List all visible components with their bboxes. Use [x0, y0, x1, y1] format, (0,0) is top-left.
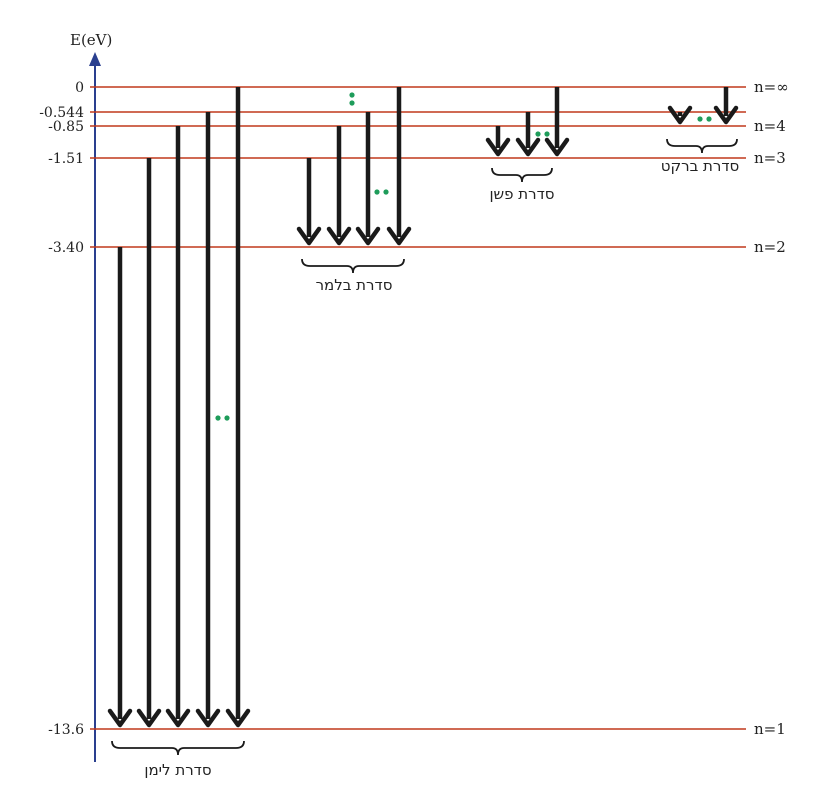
dots-4: [697, 116, 712, 122]
series-label-paschen: סדרת פשן: [489, 185, 554, 203]
series-label-lyman: סדרת לימן: [144, 761, 211, 779]
arrow-balmer-n3: [296, 158, 322, 246]
arrow-brackett-n5: [667, 105, 693, 125]
arrow-paschen-n5: [515, 112, 541, 157]
transition-arrows: [107, 87, 739, 728]
arrow-lyman-inf: [225, 87, 251, 728]
level-label-inf: n=∞: [754, 78, 789, 96]
arrow-balmer-inf: [386, 87, 412, 246]
level-label-n1: n=1: [754, 720, 786, 738]
energy-label-inf: 0: [75, 80, 84, 96]
arrow-brackett-inf: [713, 87, 739, 125]
energy-axis-arrowhead: [89, 52, 101, 66]
arrow-balmer-n4: [326, 126, 352, 246]
energy-label-n4: -0.85: [48, 119, 84, 135]
energy-label-n5: -0.544: [39, 105, 84, 121]
arrow-lyman-n3: [136, 158, 162, 728]
brace-brackett: [666, 138, 738, 154]
series-label-balmer: סדרת בלמר: [316, 276, 393, 294]
level-label-n3: n=3: [754, 149, 786, 167]
series-label-brackett: סדרת ברקט: [661, 157, 740, 175]
axis-title: E(eV): [70, 31, 112, 49]
brace-paschen: [491, 167, 553, 183]
arrow-paschen-n4: [485, 126, 511, 157]
energy-label-n3: -1.51: [48, 151, 84, 167]
energy-levels: 0 n=∞ -0.544-0.85 n=4 -1.51 n=3 -3.40 n=2 -13.6 n…: [39, 78, 789, 738]
dots-2: [374, 189, 389, 195]
arrow-balmer-n5: [355, 112, 381, 246]
brace-lyman: [111, 740, 245, 756]
dots-3: [535, 131, 550, 137]
dots-1: [349, 92, 355, 106]
level-label-n4: n=4: [754, 117, 786, 135]
brace-balmer: [301, 258, 405, 274]
arrow-lyman-n2: [107, 247, 133, 728]
arrow-paschen-inf: [544, 87, 570, 157]
energy-label-n1: -13.6: [48, 722, 84, 738]
energy-label-n2: -3.40: [48, 240, 84, 256]
arrow-lyman-n5: [195, 112, 221, 728]
continuation-dots: [215, 92, 712, 421]
arrow-lyman-n4: [165, 126, 191, 728]
dots-0: [215, 415, 230, 421]
series-braces: סדרת לימן סדרת בלמר סדרת פשן סדרת ברקט: [111, 138, 740, 779]
level-label-n2: n=2: [754, 238, 786, 256]
